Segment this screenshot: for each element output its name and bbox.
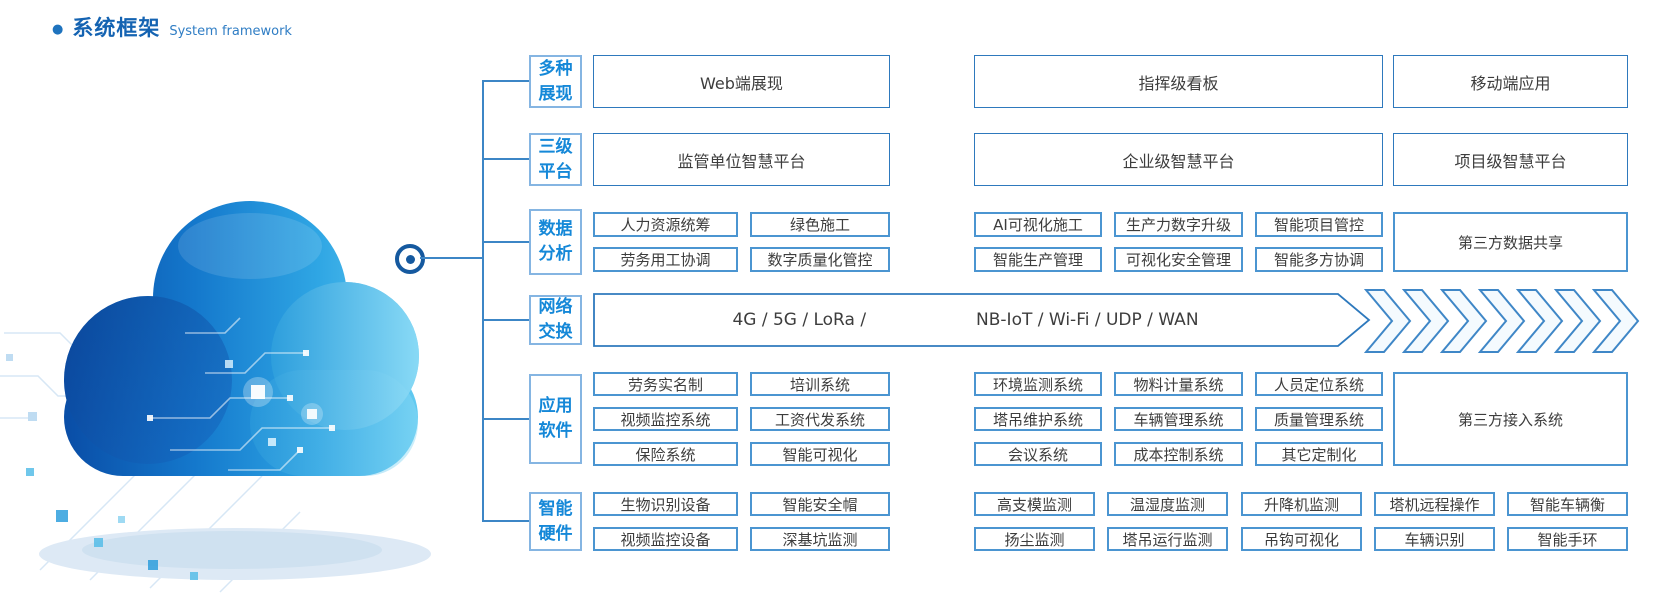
connector-line: [482, 520, 529, 522]
software-box: 工资代发系统: [750, 407, 890, 431]
category-label-text: 多种: [538, 58, 573, 79]
category-label-text: 智能: [538, 498, 573, 519]
data-analysis-box: 人力资源统筹: [593, 212, 738, 237]
connector-line: [482, 418, 529, 420]
data-analysis-box: AI可视化施工: [974, 212, 1102, 237]
hardware-box: 生物识别设备: [593, 492, 738, 516]
category-label-text: 平台: [538, 161, 573, 182]
category-label-network: 网络 交换: [529, 295, 582, 345]
hardware-box: 深基坑监测: [750, 527, 890, 551]
connector-line: [482, 80, 529, 82]
hardware-box: 塔吊运行监测: [1107, 527, 1228, 551]
category-label-software: 应用 软件: [529, 374, 582, 464]
software-box: 会议系统: [974, 442, 1102, 466]
network-protocols-left: 4G / 5G / LoRa /: [732, 310, 867, 330]
software-box: 质量管理系统: [1255, 407, 1383, 431]
cloud-illustration: [0, 201, 431, 593]
hardware-box: 扬尘监测: [974, 527, 1095, 551]
connector-node: [395, 244, 425, 274]
software-box: 环境监测系统: [974, 372, 1102, 396]
page-title: ● 系统框架 System framework: [52, 12, 292, 42]
software-box: 智能可视化: [750, 442, 890, 466]
category-label-text: 展现: [538, 83, 573, 104]
scatter-squares: [26, 468, 198, 580]
display-box: 移动端应用: [1393, 55, 1628, 108]
data-analysis-box: 数字质量化管控: [750, 247, 890, 272]
data-analysis-box: 智能生产管理: [974, 247, 1102, 272]
software-box: 人员定位系统: [1255, 372, 1383, 396]
connector-trunk: [482, 81, 484, 522]
category-label-text: 网络: [538, 297, 573, 318]
display-box: 指挥级看板: [974, 55, 1383, 108]
hardware-box: 吊钩可视化: [1241, 527, 1362, 551]
display-box: Web端展现: [593, 55, 890, 108]
connector-line: [482, 319, 529, 321]
software-box: 物料计量系统: [1114, 372, 1243, 396]
platform-box: 项目级智慧平台: [1393, 133, 1628, 186]
category-label-text: 数据: [538, 219, 573, 240]
software-box: 塔吊维护系统: [974, 407, 1102, 431]
software-box: 车辆管理系统: [1114, 407, 1243, 431]
category-label-text: 硬件: [538, 523, 573, 544]
software-box: 劳务实名制: [593, 372, 738, 396]
data-analysis-box: 可视化安全管理: [1114, 247, 1243, 272]
connector-line: [482, 158, 529, 160]
third-party-data-box: 第三方数据共享: [1393, 212, 1628, 272]
network-banner: [593, 293, 1371, 347]
hardware-box: 温湿度监测: [1107, 492, 1228, 516]
hardware-box: 高支模监测: [974, 492, 1095, 516]
hardware-box: 智能安全帽: [750, 492, 890, 516]
software-box: 其它定制化: [1255, 442, 1383, 466]
data-analysis-box: 绿色施工: [750, 212, 890, 237]
connector-line: [420, 257, 482, 259]
hardware-box: 智能手环: [1507, 527, 1628, 551]
hardware-box: 塔机远程操作: [1374, 492, 1495, 516]
hardware-box: 智能车辆衡: [1507, 492, 1628, 516]
third-party-access-box: 第三方接入系统: [1393, 372, 1628, 466]
category-label-text: 分析: [538, 244, 573, 264]
category-label-text: 应用: [538, 396, 573, 417]
data-analysis-box: 智能多方协调: [1255, 247, 1383, 272]
software-box: 培训系统: [750, 372, 890, 396]
cloud-glow-nodes: [225, 360, 323, 446]
title-en: System framework: [169, 24, 292, 39]
software-box: 成本控制系统: [1114, 442, 1243, 466]
title-zh: 系统框架: [72, 16, 161, 40]
category-label-platform: 三级 平台: [529, 133, 582, 186]
hardware-box: 视频监控设备: [593, 527, 738, 551]
category-label-hardware: 智能 硬件: [529, 492, 582, 551]
software-box: 保险系统: [593, 442, 738, 466]
category-label-text: 三级: [538, 136, 573, 157]
data-analysis-box: 生产力数字升级: [1114, 212, 1243, 237]
data-analysis-box: 智能项目管控: [1255, 212, 1383, 237]
platform-box: 企业级智慧平台: [974, 133, 1383, 186]
category-label-text: 软件: [538, 421, 573, 441]
data-analysis-box: 劳务用工协调: [593, 247, 738, 272]
connector-line: [482, 241, 529, 243]
network-protocols-right: NB-IoT / Wi-Fi / UDP / WAN: [976, 310, 1199, 330]
category-label-display: 多种 展现: [529, 55, 582, 108]
software-box: 视频监控系统: [593, 407, 738, 431]
category-label-text: 交换: [538, 322, 573, 342]
platform-box: 监管单位智慧平台: [593, 133, 890, 186]
chevron-arrows: [1364, 289, 1640, 353]
category-label-data: 数据 分析: [529, 209, 582, 275]
bullet-icon: ●: [52, 22, 64, 37]
hardware-box: 车辆识别: [1374, 527, 1495, 551]
hardware-box: 升降机监测: [1241, 492, 1362, 516]
network-protocols: 4G / 5G / LoRa / NB-IoT / Wi-Fi / UDP / …: [593, 295, 1338, 345]
